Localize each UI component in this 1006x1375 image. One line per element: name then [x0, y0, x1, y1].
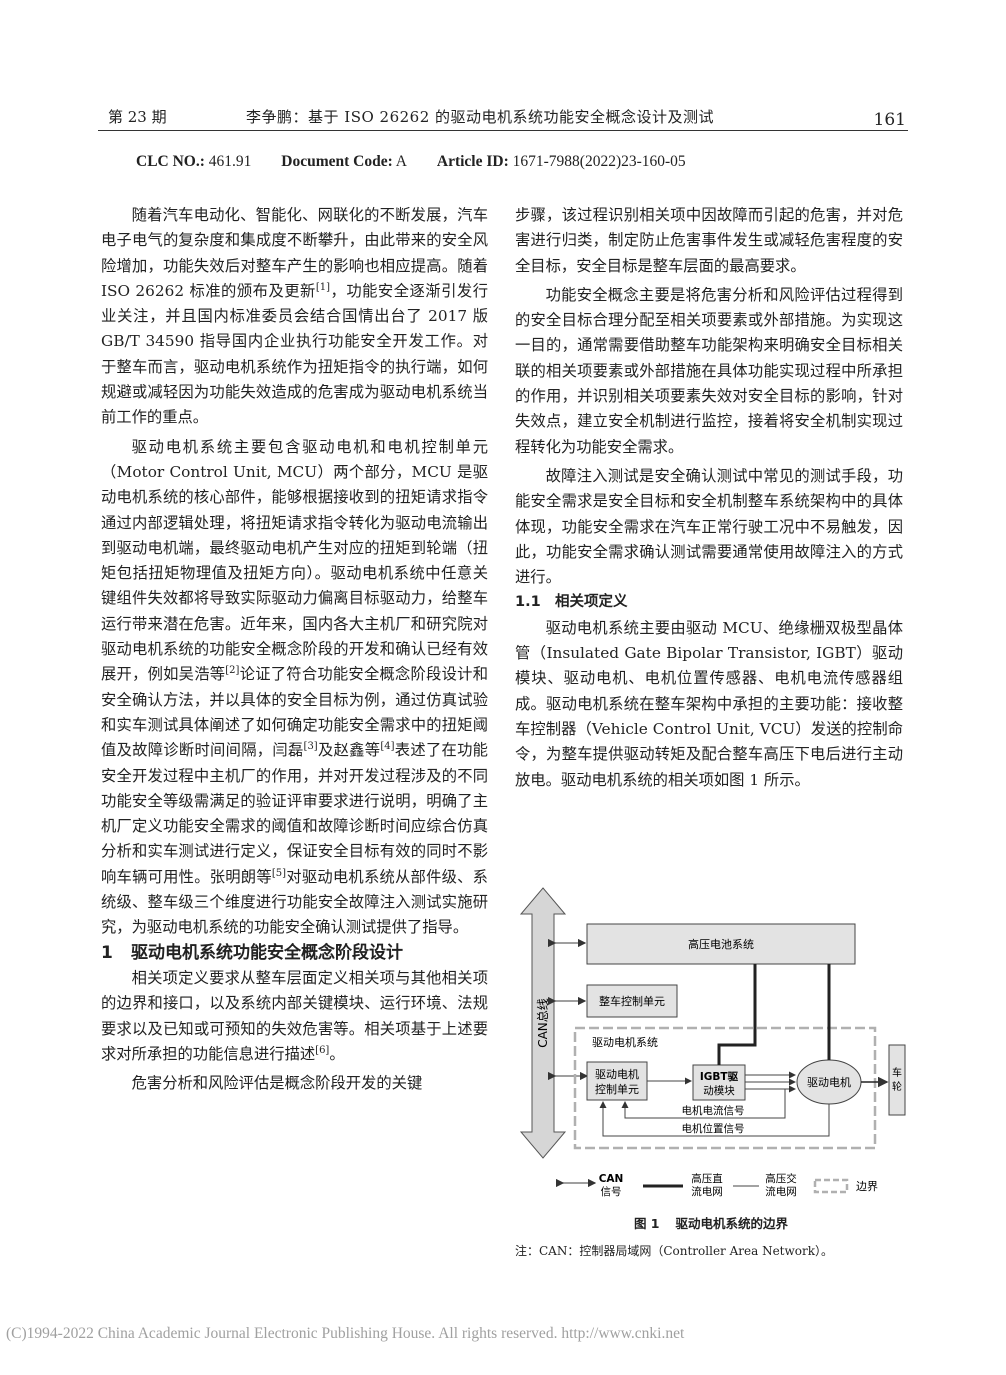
wheel-box — [888, 1044, 906, 1116]
clc-value: 461.91 — [208, 153, 252, 170]
citation-6: [6] — [315, 1044, 330, 1056]
section-number: 1 — [101, 942, 113, 963]
mcu-label-line2: 控制单元 — [595, 1082, 639, 1096]
position-signal-label: 电机位置信号 — [682, 1122, 745, 1135]
figure-1: CAN总线 高压电池系统 整车控制单元 驱动电机系统 驱动电机 控制单元 IGB… — [515, 880, 907, 1210]
intro-paragraph-2: 驱动电机系统主要包含驱动电机和电机控制单元（Motor Control Unit… — [101, 435, 488, 941]
current-signal-label: 电机电流信号 — [682, 1104, 745, 1117]
copyright-footer: (C)1994-2022 China Academic Journal Elec… — [6, 1325, 685, 1342]
legend-can-line2: 信号 — [601, 1186, 622, 1198]
mcu-box — [586, 1061, 648, 1101]
paragraph-fault-injection: 故障注入测试是安全确认测试中常见的测试手段，功能安全需求是安全目标和安全机制整车… — [515, 466, 903, 587]
wheel-label-line1: 车 — [892, 1066, 902, 1079]
text-segment: 表述了在功能安全开发过程中主机厂的作用，并对开发过程涉及的不同功能安全等级需满足… — [101, 741, 488, 886]
system-boundary-label: 驱动电机系统 — [592, 1035, 658, 1049]
clc-label: CLC NO.: — [136, 153, 205, 170]
motor-label: 驱动电机 — [807, 1075, 851, 1089]
can-bus-arrow — [519, 887, 567, 1159]
running-header: 第 23 期 李争鹏：基于 ISO 26262 的驱动电机系统功能安全概念设计及… — [98, 104, 908, 131]
paragraph-fsc: 功能安全概念主要是将危害分析和风险评估过程得到的安全目标合理分配至相关项要素或外… — [515, 285, 903, 456]
article-id-label: Article ID: — [436, 153, 509, 170]
right-column: 步骤，该过程识别相关项中因故障而引起的危害，并对危害进行归类，制定防止危害事件发… — [515, 203, 903, 793]
subsection-heading-1-1: 1.1 相关项定义 — [515, 590, 903, 615]
citation-4: [4] — [380, 741, 395, 753]
legend-hvdc-line1: 高压直 — [691, 1172, 723, 1185]
can-bus-label: CAN总线 — [536, 998, 550, 1048]
mcu-label-line1: 驱动电机 — [595, 1067, 639, 1081]
vcu-box — [586, 984, 678, 1018]
boundary-diagram: CAN总线 高压电池系统 整车控制单元 驱动电机系统 驱动电机 控制单元 IGB… — [519, 887, 906, 1198]
text-segment: ，功能安全逐渐引发行业关注，并且国内标准委员会结合国情出台了 2017 版 GB… — [101, 281, 488, 427]
intro-paragraph-1: 随着汽车电动化、智能化、网联化的不断发展，汽车电子电气的复杂度和集成度不断攀升，… — [101, 203, 488, 431]
citation-2: [2] — [225, 665, 240, 677]
section-heading-1: 1 驱动电机系统功能安全概念阶段设计 — [101, 941, 488, 966]
figure-title: 驱动电机系统的边界 — [675, 1216, 789, 1231]
legend-boundary: 边界 — [856, 1180, 878, 1193]
text-segment: 驱动电机系统主要包含驱动电机和电机控制单元（Motor Control Unit… — [101, 437, 488, 684]
citation-5: [5] — [271, 867, 287, 879]
citation-1: [1] — [315, 281, 331, 293]
running-title: 李争鹏：基于 ISO 26262 的驱动电机系统功能安全概念设计及测试 — [246, 108, 715, 126]
issue-number: 第 23 期 — [108, 108, 167, 126]
hv-battery-label: 高压电池系统 — [688, 937, 754, 951]
classification-line: CLC NO.: 461.91 Document Code: A Article… — [136, 153, 686, 171]
subsection-title: 相关项定义 — [555, 594, 628, 611]
left-column: 随着汽车电动化、智能化、网联化的不断发展，汽车电子电气的复杂度和集成度不断攀升，… — [101, 203, 488, 1096]
doc-code-label: Document Code: — [281, 153, 393, 170]
vcu-label: 整车控制单元 — [599, 994, 665, 1008]
paragraph-system-composition: 驱动电机系统主要由驱动 MCU、绝缘栅双极型晶体管（Insulated Gate… — [515, 618, 903, 789]
doc-code-value: A — [395, 153, 407, 170]
paragraph-hara-continued: 步骤，该过程识别相关项中因故障而引起的危害，并对危害进行归类，制定防止危害事件发… — [515, 206, 903, 275]
paragraph-hara: 危害分析和风险评估是概念阶段开发的关键 — [131, 1074, 423, 1093]
legend-can-line1: CAN — [599, 1173, 624, 1185]
figure-note: 注：CAN：控制器局域网（Controller Area Network）。 — [515, 1244, 833, 1258]
paragraph-item-definition: 相关项定义要求从整车层面定义相关项与其他相关项的边界和接口，以及系统内部关键模块… — [101, 966, 488, 1067]
figure-legend: CAN 信号 高压直 流电网 高压交 流电网 边界 — [555, 1172, 878, 1198]
legend-hvdc-line2: 流电网 — [691, 1185, 723, 1198]
text-segment: 对驱动电机系统从部件级、系统级、整车级三个维度进行功能安全故障注入测试实施研究，… — [101, 867, 488, 937]
igbt-box — [692, 1064, 746, 1101]
text-segment: 随着汽车电动化、智能化、网联化的不断发展，汽车电子电气的复杂度和集成度不断攀升，… — [101, 206, 488, 300]
article-id-value: 1671-7988(2022)23-160-05 — [512, 153, 686, 170]
system-boundary — [573, 1026, 877, 1150]
text-segment: 论证了符合功能安全概念阶段设计和安全确认方法，并以具体的安全目标为例，通过仿真试… — [101, 665, 488, 760]
subsection-number: 1.1 — [515, 594, 541, 611]
legend-hvac-line1: 高压交 — [765, 1172, 797, 1185]
legend-hvac-line2: 流电网 — [765, 1185, 797, 1198]
text-segment: 及赵鑫等 — [317, 741, 381, 760]
text-segment: 。 — [329, 1044, 345, 1063]
hv-battery-box — [586, 923, 856, 965]
section-title: 驱动电机系统功能安全概念阶段设计 — [131, 942, 403, 963]
figure-caption: 图 1 驱动电机系统的边界 — [515, 1213, 907, 1232]
page-number: 161 — [873, 110, 906, 130]
text-segment: 相关项定义要求从整车层面定义相关项与其他相关项的边界和接口，以及系统内部关键模块… — [101, 968, 488, 1063]
figure-number: 图 1 — [633, 1216, 660, 1231]
igbt-label-line2: 动模块 — [703, 1085, 735, 1097]
citation-3: [3] — [303, 741, 318, 753]
wheel-label-line2: 轮 — [892, 1080, 902, 1093]
igbt-label-line1: IGBT驱 — [700, 1071, 739, 1083]
